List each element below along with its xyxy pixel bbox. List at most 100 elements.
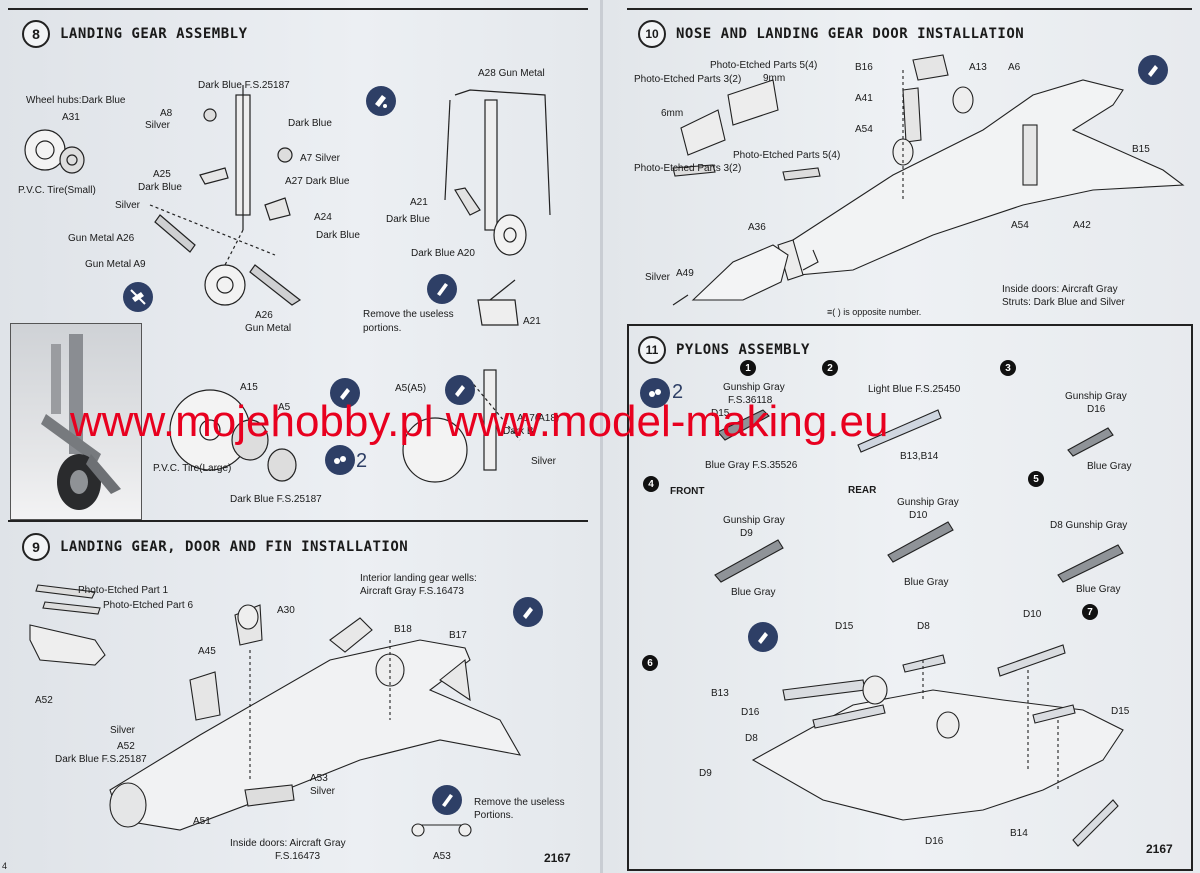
label-d16c: D16 [925, 836, 944, 847]
step9-drawing [29, 584, 522, 837]
label-a36: A36 [748, 222, 766, 233]
label-d10b: D10 [1023, 609, 1042, 620]
label-a52: A52 [117, 741, 135, 752]
substep-6: 6 [642, 655, 658, 671]
paint-icon [513, 597, 543, 627]
label-remove-useless: Remove the useless [363, 309, 454, 320]
label-dark-blue-fs-top: Dark Blue F.S.25187 [198, 80, 290, 91]
label-silver-1: Silver [145, 120, 171, 131]
substep-5: 5 [1028, 471, 1044, 487]
substep-2: 2 [822, 360, 838, 376]
label-gunship-rear: Gunship Gray [897, 497, 959, 508]
label-silver-2: Silver [115, 200, 141, 211]
label-wheel-hubs: Wheel hubs:Dark Blue [26, 95, 126, 106]
step11-number: 11 [638, 336, 666, 364]
label-b14: B14 [1010, 828, 1028, 839]
label-a21: A21 [410, 197, 428, 208]
label-front: FRONT [670, 486, 705, 497]
label-pe54a: Photo-Etched Parts 5(4) [710, 60, 818, 71]
step10-number: 10 [638, 20, 666, 48]
label-d16b: D16 [741, 707, 760, 718]
label-a52-left: A52 [35, 695, 53, 706]
page-number-left: 4 [2, 861, 8, 871]
label-b16: B16 [855, 62, 873, 73]
step11-drawing [714, 409, 1124, 847]
label-a13: A13 [969, 62, 987, 73]
label-b15: B15 [1132, 144, 1150, 155]
label-gun-metal-a9: Gun Metal A9 [85, 259, 146, 270]
step10-header: 10 NOSE AND LANDING GEAR DOOR INSTALLATI… [638, 20, 1024, 48]
label-interior-1: Interior landing gear wells: [360, 573, 477, 584]
right-page: 10 NOSE AND LANDING GEAR DOOR INSTALLATI… [603, 0, 1200, 873]
label-inside-doors-10: Inside doors: Aircraft Gray [1002, 284, 1118, 295]
label-dark-blue-1: Dark Blue [288, 118, 332, 129]
paint-icon [445, 375, 475, 405]
label-inside-9a: Inside doors: Aircraft Gray [230, 838, 346, 849]
label-silver-9b: Silver [310, 786, 336, 797]
label-pe3a: Photo-Etched Parts 3(2) [634, 74, 742, 85]
substep-4: 4 [643, 476, 659, 492]
label-bluegray-5: Blue Gray [1076, 584, 1121, 595]
label-dark-blue-3: Dark Blue [316, 230, 360, 241]
label-dark-b: Dark B [503, 426, 534, 437]
label-d16a: D16 [1087, 404, 1106, 415]
step10-panel [627, 8, 1192, 318]
label-pe6: Photo-Etched Part 6 [103, 600, 194, 611]
label-a49: A49 [676, 268, 694, 279]
watermark: www.mojehobby.pl www.model-making.eu [70, 397, 889, 446]
step9-title: LANDING GEAR, DOOR AND FIN INSTALLATION [60, 539, 409, 555]
label-lightblue: Light Blue F.S.25450 [868, 384, 961, 395]
label-fs36118: F.S.36118 [728, 395, 773, 406]
paint-icon [748, 622, 778, 652]
label-a6: A6 [1008, 62, 1021, 73]
label-a25: A25 [153, 169, 171, 180]
paint-icon [325, 445, 355, 475]
label-dark-blue-4: Dark Blue [386, 214, 430, 225]
label-dark-blue-a20: Dark Blue A20 [411, 248, 475, 259]
label-a7-silver: A7 Silver [300, 153, 341, 164]
substep-1: 1 [740, 360, 756, 376]
label-d9b: D9 [699, 768, 712, 779]
label-d15b: D15 [835, 621, 854, 632]
step8-title: LANDING GEAR ASSEMBLY [60, 26, 248, 42]
label-pe54b: Photo-Etched Parts 5(4) [733, 150, 841, 161]
no-glue-icon [123, 282, 153, 312]
label-a8: A8 [160, 108, 173, 119]
label-d8c: D8 [745, 733, 758, 744]
left-page: 8 LANDING GEAR ASSEMBLY [0, 0, 600, 873]
step11-header: 11 PYLONS ASSEMBLY [638, 336, 810, 364]
substep-3: 3 [1000, 360, 1016, 376]
label-pvc-small: P.V.C. Tire(Small) [18, 185, 96, 196]
paint-icon [366, 86, 396, 116]
label-opposite: ≡( ) is opposite number. [827, 307, 922, 317]
label-a53: A53 [310, 773, 328, 784]
step8-panel [8, 8, 588, 515]
label-bluegray-fs: Blue Gray F.S.35526 [705, 460, 798, 471]
label-dark-blue-fs-bottom: Dark Blue F.S.25187 [230, 494, 322, 505]
label-rear: REAR [848, 485, 877, 496]
substep-7: 7 [1082, 604, 1098, 620]
label-a45: A45 [198, 646, 216, 657]
hand-paint-icon [427, 274, 457, 304]
step8-header: 8 LANDING GEAR ASSEMBLY [22, 20, 248, 48]
kit-number-right: 2167 [1146, 842, 1173, 856]
label-inside-9b: F.S.16473 [275, 851, 321, 862]
kit-number-left: 2167 [544, 851, 571, 865]
label-b17: B17 [449, 630, 467, 641]
label-d8-gunship: D8 Gunship Gray [1050, 520, 1128, 531]
label-two-left: 2 [356, 450, 368, 472]
label-d10a: D10 [909, 510, 928, 521]
label-portions: portions. [363, 323, 402, 334]
label-9mm: 9mm [763, 73, 786, 84]
step10-drawing [672, 54, 1185, 306]
label-a41: A41 [855, 93, 873, 104]
label-a54b: A54 [1011, 220, 1029, 231]
label-a21-b: A21 [523, 316, 541, 327]
paint-icon [330, 378, 360, 408]
label-two-right: 2 [672, 381, 684, 403]
label-a42: A42 [1073, 220, 1091, 231]
label-6mm: 6mm [661, 108, 684, 119]
step9-panel [8, 520, 588, 872]
label-d9a: D9 [740, 528, 753, 539]
step8-drawing [24, 85, 551, 483]
